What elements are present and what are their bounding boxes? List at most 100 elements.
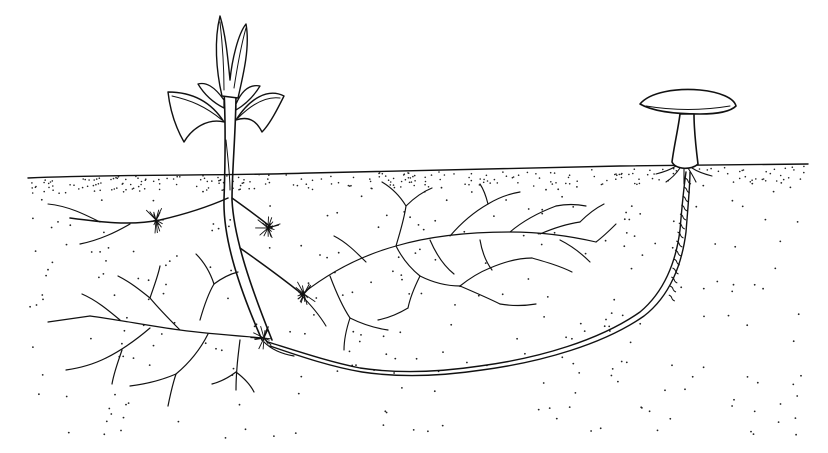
soil-speck — [600, 427, 602, 429]
soil-speck — [239, 404, 241, 406]
soil-speck — [468, 177, 470, 179]
soil-speck — [289, 331, 291, 333]
soil-speck — [793, 169, 795, 171]
soil-speck — [502, 293, 504, 295]
soil-speck — [550, 181, 552, 183]
soil-speck — [141, 181, 143, 183]
soil-speck — [628, 174, 630, 176]
soil-speck — [792, 384, 794, 386]
soil-speck — [267, 178, 269, 180]
soil-speck — [615, 173, 617, 175]
soil-speck — [438, 171, 440, 173]
soil-speck — [159, 183, 161, 185]
soil-speck — [145, 178, 147, 180]
soil-speck — [51, 227, 53, 229]
soil-speck — [636, 184, 638, 186]
soil-speck — [137, 177, 139, 179]
soil-speck — [621, 177, 623, 179]
soil-speck — [795, 434, 797, 436]
soil-speck — [248, 188, 250, 190]
soil-speck — [254, 188, 256, 190]
soil-speck — [518, 174, 520, 176]
soil-speck — [87, 186, 89, 188]
soil-speck — [778, 421, 780, 423]
soil-speck — [710, 168, 712, 170]
soil-speck — [355, 364, 357, 366]
soil-speck — [43, 182, 45, 184]
soil-speck — [634, 235, 636, 237]
soil-speck — [793, 340, 795, 342]
soil-speck — [619, 174, 621, 176]
soil-speck — [733, 399, 735, 401]
soil-speck — [370, 281, 372, 283]
soil-speck — [238, 177, 240, 179]
soil-speck — [543, 382, 545, 384]
soil-speck — [647, 174, 649, 176]
soil-speck — [100, 182, 102, 184]
soil-speck — [382, 173, 384, 175]
soil-speck — [42, 299, 44, 301]
soil-speck — [99, 251, 101, 253]
soil-speck — [110, 413, 112, 415]
soil-speck — [545, 189, 547, 191]
soil-speck — [770, 173, 772, 175]
soil-speck — [541, 213, 543, 215]
soil-speck — [226, 175, 228, 177]
soil-speck — [249, 181, 251, 183]
soil-speck — [401, 181, 403, 183]
soil-speck — [243, 182, 245, 184]
soil-speck — [308, 187, 310, 189]
soil-speck — [128, 402, 130, 404]
soil-speck — [196, 186, 198, 188]
soil-speck — [584, 330, 586, 332]
soil-speck — [383, 424, 385, 426]
soil-speck — [103, 232, 105, 234]
soil-speck — [550, 172, 552, 174]
soil-speck — [634, 168, 636, 170]
soil-speck — [125, 189, 127, 191]
soil-speck — [210, 266, 212, 268]
soil-speck — [124, 330, 126, 332]
soil-speck — [227, 298, 229, 300]
soil-speck — [321, 178, 323, 180]
soil-speck — [800, 375, 802, 377]
soil-speck — [497, 182, 499, 184]
soil-speck — [658, 179, 660, 181]
soil-speck — [400, 274, 402, 276]
soil-speck — [604, 325, 606, 327]
soil-speck — [505, 199, 507, 201]
soil-speck — [615, 178, 617, 180]
soil-speck — [602, 183, 604, 185]
soil-speck — [139, 190, 141, 192]
soil-speck — [115, 177, 117, 179]
soil-speck — [622, 315, 624, 317]
soil-speck — [552, 183, 554, 185]
soil-speck — [765, 219, 767, 221]
soil-speck — [435, 259, 437, 261]
soil-speck — [69, 184, 71, 186]
soil-speck — [29, 306, 31, 308]
soil-speck — [133, 357, 135, 359]
soil-speck — [206, 189, 208, 191]
soil-speck — [114, 188, 116, 190]
soil-speck — [590, 430, 592, 432]
soil-speck — [517, 182, 519, 184]
soil-speck — [393, 178, 395, 180]
soil-speck — [639, 323, 641, 325]
soil-speck — [569, 174, 571, 176]
soil-speck — [549, 407, 551, 409]
soil-speck — [390, 184, 392, 186]
soil-speck — [431, 174, 433, 176]
soil-speck — [178, 421, 180, 423]
soil-speck — [795, 417, 797, 419]
soil-speck — [745, 176, 747, 178]
soil-speck — [479, 178, 481, 180]
soil-speck — [258, 174, 260, 176]
soil-speck — [385, 353, 387, 355]
soil-speck — [776, 180, 778, 182]
soil-speck — [31, 182, 33, 184]
soil-speck — [123, 417, 125, 419]
soil-speck — [739, 178, 741, 180]
soil-speck — [240, 185, 242, 187]
soil-speck — [684, 388, 686, 390]
